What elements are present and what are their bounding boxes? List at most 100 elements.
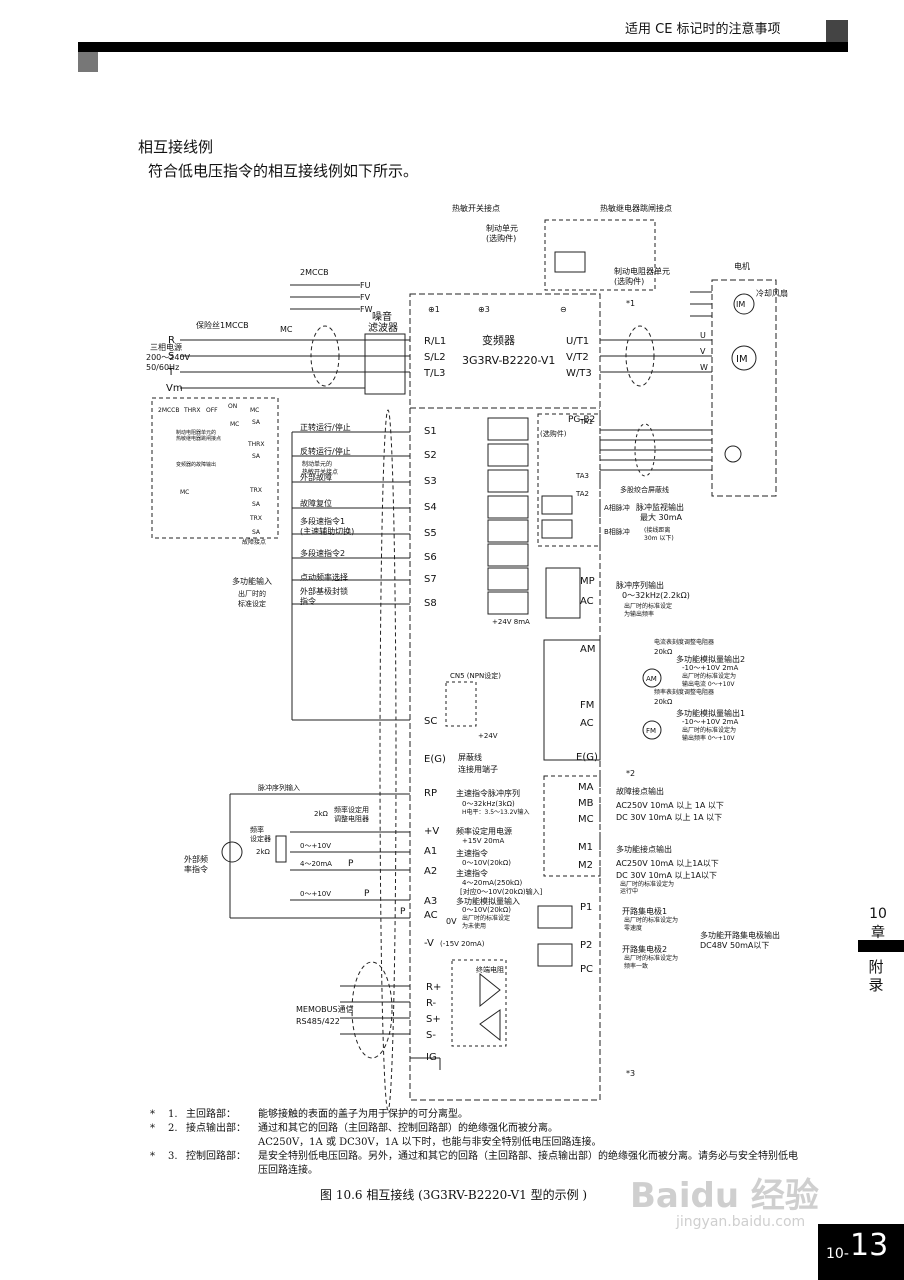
label-note3: *3: [626, 1069, 635, 1078]
label-24v-8ma: +24V 8mA: [492, 618, 530, 626]
label-main-pulse-range: 0～32kHz(3kΩ): [462, 800, 515, 808]
label-v-0-10: 0～+10V: [300, 842, 331, 850]
note-idx: [168, 1136, 186, 1150]
page-prefix: 10-: [826, 1246, 849, 1262]
label-p2: P: [364, 889, 370, 899]
label-24v: +24V: [478, 732, 498, 740]
label-multi-contact: 多功能接点输出: [616, 844, 672, 854]
s3-label: 外部故障: [300, 472, 332, 482]
watermark-url: jingyan.baidu.com: [676, 1214, 806, 1230]
pulse-output-box: [545, 567, 581, 619]
fm-meter: [642, 720, 662, 740]
label-analog-out1-range: -10～+10V 2mA: [682, 718, 738, 726]
note-label: [186, 1136, 258, 1150]
label-multi-input: 多功能输入: [232, 576, 272, 586]
label-wire-dist: (接线距离: [644, 526, 670, 534]
label-rplus: R+: [426, 982, 441, 993]
label-a3: A3: [424, 896, 437, 907]
label-freq-power: 频率设定用电源: [456, 826, 512, 836]
label-motor: 电机: [734, 261, 750, 271]
s2-label: 反转运行/停止: [300, 446, 351, 456]
label-oc1: 开路集电极1: [622, 906, 667, 916]
s6-term: S6: [424, 552, 437, 563]
ctrl-label-mc2: MC: [230, 421, 239, 428]
label-plus-v: +V: [424, 826, 439, 837]
label-analog-out2-range: -10～+10V 2mA: [682, 664, 738, 672]
s2-term: S2: [424, 450, 437, 461]
s6-label: 多段速指令2: [300, 548, 345, 558]
label-ammeter-adj: 电流表刻度调整电阻器: [654, 638, 714, 646]
s1-label: 正转运行/停止: [300, 422, 351, 432]
label-main-cmd-range: 0～10V(20kΩ): [462, 859, 511, 867]
label-note1: *1: [626, 299, 635, 308]
label-analog-out1-def: 出厂时的标准设定为: [682, 726, 736, 734]
s8-term: S8: [424, 598, 437, 609]
note-row-2: * 2. 接点输出部： 通过和其它的回路（主回路部、控制回路部）的绝缘强化而被分…: [150, 1122, 830, 1136]
label-thermal-relay: 热敏继电器跳闸接点: [600, 203, 672, 213]
ctrl-label-mc: MC: [250, 407, 259, 414]
label-oc1-def: 出厂时的标准设定为: [624, 916, 678, 924]
label-ac: AC: [580, 596, 594, 607]
label-r2k2: 2kΩ: [256, 848, 271, 856]
inverter-box: [409, 293, 601, 1101]
label-minus-v: -V: [424, 938, 434, 949]
label-sl2: S/L2: [424, 352, 446, 363]
label-mc2: MC: [578, 814, 594, 825]
label-multi-contact-def: 出厂时的标准设定为: [620, 880, 674, 888]
label-cn5: CN5 (NPN设定): [450, 671, 501, 680]
s4-label: 故障复位: [300, 498, 332, 508]
fan-motor: [733, 293, 755, 315]
label-u: U: [700, 331, 706, 340]
s3-extra2: 热敏开关接点: [302, 468, 338, 476]
label-ta2: TA2: [575, 490, 589, 498]
label-brake-resistor-opt: (选购件): [614, 276, 644, 286]
label-freq-setter: 频率设定用: [334, 805, 369, 814]
label-ma: MA: [578, 782, 594, 793]
pg-b2-box: [537, 413, 601, 547]
s5-label: 多段速指令1: [300, 516, 345, 526]
note-idx: 1.: [168, 1109, 178, 1120]
label-oc2: 开路集电极2: [622, 944, 667, 954]
label-main-im: IM: [736, 354, 748, 365]
motor-box: [711, 279, 777, 497]
label-shield-twisted: 多股绞合屏蔽线: [620, 485, 669, 494]
note-row-3: AC250V，1A 或 DC30V，1A 以下时，也能与非安全特别低电压回路连接…: [150, 1136, 830, 1150]
appendix-label: 附录: [868, 958, 884, 994]
pg-encoder: [724, 445, 742, 463]
label-multi-analog-in-range: 0～10V(20kΩ): [462, 906, 511, 914]
label-r: R: [168, 335, 175, 346]
label-shield-term: 屏蔽线: [458, 752, 482, 762]
label-multi-contact-dc: DC 30V 10mA 以上1A以下: [616, 871, 717, 880]
label-eg: E(G): [424, 754, 446, 765]
note-idx: 3.: [168, 1151, 178, 1162]
label-fw: FW: [360, 305, 373, 314]
note-idx: 2.: [168, 1123, 178, 1134]
s5-term: S5: [424, 528, 437, 539]
header-title: 适用 CE 标记时的注意事项: [625, 22, 781, 37]
brake-unit-box: [544, 219, 656, 291]
label-p2-term: P2: [580, 940, 592, 951]
label-term-res: 终端电阻: [476, 965, 504, 974]
label-ext-freq: 外部频: [184, 854, 208, 864]
label-multi-contact-ac: AC250V 10mA 以上1A以下: [616, 859, 719, 868]
am-meter: [642, 668, 662, 688]
label-main-pulse-level: H电平：3.5～13.2V输入: [462, 808, 530, 816]
s-terminal-lines: [291, 431, 410, 721]
label-minus: ⊖: [560, 305, 567, 314]
label-r20k: 20kΩ: [654, 648, 673, 656]
s5-extra: (主速辅助切换): [300, 526, 354, 536]
label-p1: P: [348, 859, 354, 869]
label-phase-a: A相脉冲: [604, 503, 630, 512]
note-label: 控制回路部：: [186, 1151, 246, 1162]
label-pc: PC: [580, 964, 593, 975]
main-motor: [731, 345, 757, 371]
label-note2: *2: [626, 769, 635, 778]
label-main-cmd2-range: 4～20mA(250kΩ): [462, 879, 522, 887]
notes: * 1. 主回路部： 能够接触的表面的盖子为用于保护的可分离型。 * 2. 接点…: [150, 1108, 830, 1178]
label-analog-out2-def: 出厂时的标准设定为: [682, 672, 736, 680]
ctrl-label-trx2: TRX: [249, 515, 262, 522]
label-1mccb: 保险丝1MCCB: [196, 320, 249, 330]
label-analog-out1-def2: 输出频率 0～+10V: [682, 734, 735, 742]
label-factory-default2: 标准设定: [238, 599, 266, 608]
label-ac2: AC: [424, 910, 438, 921]
